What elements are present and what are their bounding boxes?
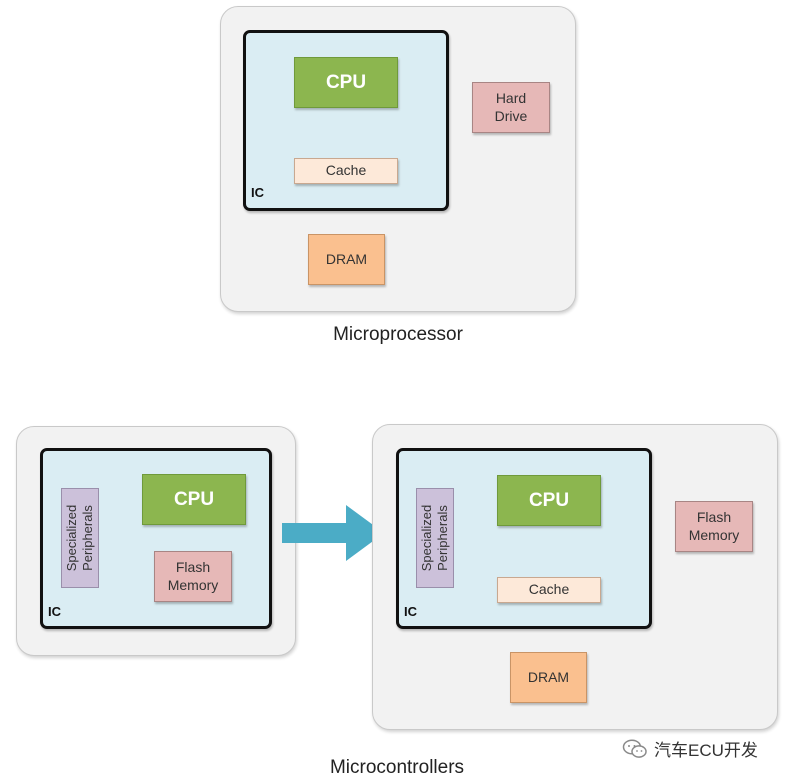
microcontroller-extended-flash-block: Flash Memory [675,501,753,552]
microcontroller-extended-dram-block: DRAM [510,652,587,703]
microcontroller-extended-peripherals-block: Specialized Peripherals [416,488,454,588]
microprocessor-dram-block: DRAM [308,234,385,285]
microprocessor-caption: Microprocessor [333,324,463,345]
microcontroller-basic-peripherals-label: Specialized Peripherals [64,504,95,572]
microcontroller-extended-peripherals-label: Specialized Peripherals [419,504,450,572]
microcontroller-basic-cpu-block: CPU [142,474,246,525]
microprocessor-cache-block: Cache [294,158,398,184]
microprocessor-hard-drive-block: Hard Drive [472,82,550,133]
microcontroller-extended-cpu-block: CPU [497,475,601,526]
right-arrow-icon [282,505,384,561]
microcontroller-extended-ic-label: IC [404,604,417,619]
microprocessor-cpu-block: CPU [294,57,398,108]
wechat-icon [622,738,647,758]
microcontroller-basic-ic-label: IC [48,604,61,619]
microcontrollers-caption: Microcontrollers [329,757,465,778]
microcontroller-basic-flash-block: Flash Memory [154,551,232,602]
watermark: 汽车ECU开发 [622,736,758,761]
watermark-text: 汽车ECU开发 [654,741,758,760]
microcontroller-basic-peripherals-block: Specialized Peripherals [61,488,99,588]
microprocessor-ic-label: IC [251,185,264,200]
microcontroller-extended-cache-block: Cache [497,577,601,603]
